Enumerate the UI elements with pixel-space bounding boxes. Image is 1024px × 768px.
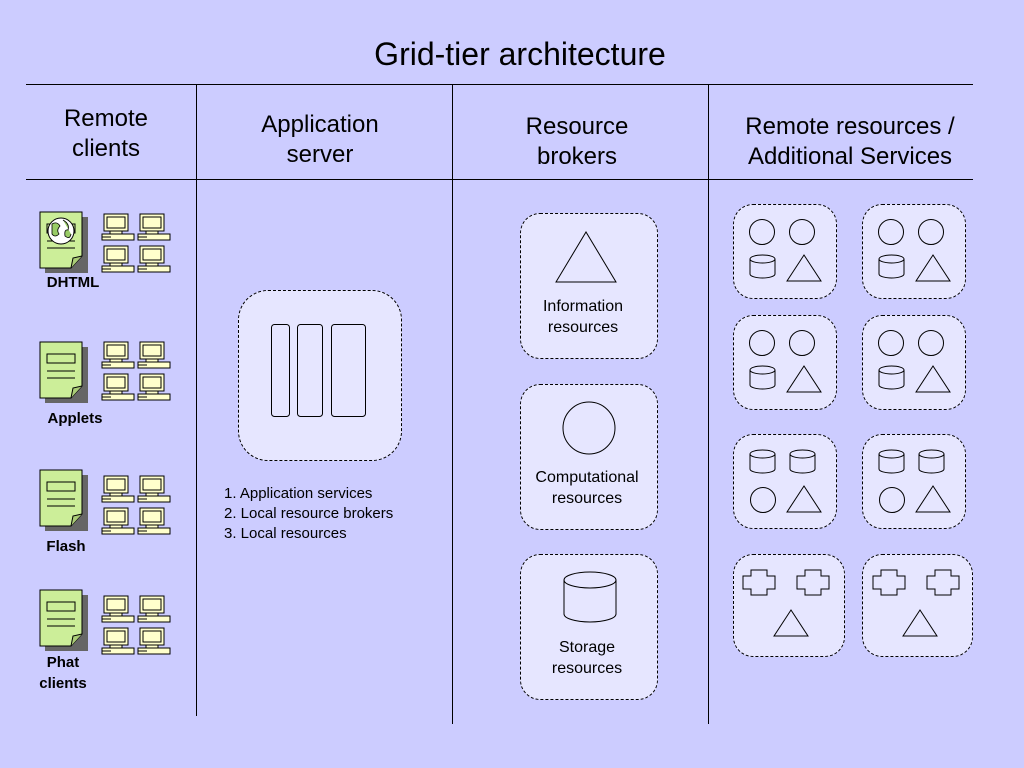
client-label: Phat clients bbox=[39, 654, 87, 692]
header-top-rule bbox=[26, 84, 973, 85]
broker-label: Computational resources bbox=[535, 469, 639, 507]
cylinder-icon bbox=[563, 571, 617, 623]
client-label: Applets bbox=[47, 410, 103, 427]
client-dhtml: DHTML bbox=[38, 211, 178, 297]
resource-node bbox=[862, 204, 966, 299]
resource-icons bbox=[878, 449, 951, 513]
resource-icons bbox=[749, 219, 822, 282]
client-flash: Flash bbox=[38, 468, 178, 558]
header-remote-resources: Remote resources / Additional Services bbox=[745, 113, 955, 170]
resource-node bbox=[733, 315, 837, 410]
column-divider-2 bbox=[452, 84, 453, 724]
column-divider-3 bbox=[708, 84, 709, 724]
document-icon bbox=[39, 341, 89, 404]
header-application-server: Application server bbox=[261, 111, 379, 168]
broker-label: Storage resources bbox=[551, 639, 623, 677]
computer-cluster-icon bbox=[101, 475, 171, 535]
broker-label: Information resources bbox=[542, 298, 624, 336]
application-server-box bbox=[238, 290, 402, 461]
broker-storage: Storage resources bbox=[520, 554, 658, 700]
computer-cluster-icon bbox=[101, 595, 171, 655]
client-applets: Applets bbox=[38, 340, 178, 430]
resource-icons bbox=[872, 569, 960, 637]
resource-node bbox=[862, 434, 966, 529]
document-icon bbox=[39, 589, 89, 652]
server-rack-icon bbox=[271, 324, 366, 417]
computer-cluster-icon bbox=[101, 341, 171, 401]
document-icon bbox=[39, 469, 89, 532]
page-title: Grid-tier architecture bbox=[374, 36, 666, 72]
header-remote-clients: Remote clients bbox=[63, 105, 149, 162]
computer-cluster-icon bbox=[101, 213, 171, 273]
resource-node bbox=[733, 434, 837, 529]
broker-information: Information resources bbox=[520, 213, 658, 359]
resource-node bbox=[862, 315, 966, 410]
client-label: DHTML bbox=[46, 274, 100, 291]
resource-icons bbox=[742, 569, 830, 637]
application-server-list: 1. Application services 2. Local resourc… bbox=[224, 484, 444, 544]
client-phat: Phat clients bbox=[38, 588, 178, 698]
resource-icons bbox=[878, 219, 951, 282]
list-item: 3. Local resources bbox=[224, 525, 347, 542]
header-bottom-rule bbox=[26, 179, 973, 180]
broker-computational: Computational resources bbox=[520, 384, 658, 530]
client-label: Flash bbox=[46, 538, 86, 555]
resource-icons bbox=[749, 330, 822, 393]
resource-icons bbox=[878, 330, 951, 393]
column-divider-1 bbox=[196, 84, 197, 716]
resource-node bbox=[733, 554, 845, 657]
list-item: 1. Application services bbox=[224, 485, 373, 502]
resource-icons bbox=[749, 449, 822, 513]
globe-document-icon bbox=[39, 211, 89, 274]
resource-node bbox=[733, 204, 837, 299]
header-resource-brokers: Resource brokers bbox=[525, 113, 629, 170]
list-item: 2. Local resource brokers bbox=[224, 505, 394, 522]
circle-icon bbox=[562, 401, 616, 455]
triangle-icon bbox=[555, 231, 617, 283]
resource-node bbox=[862, 554, 973, 657]
